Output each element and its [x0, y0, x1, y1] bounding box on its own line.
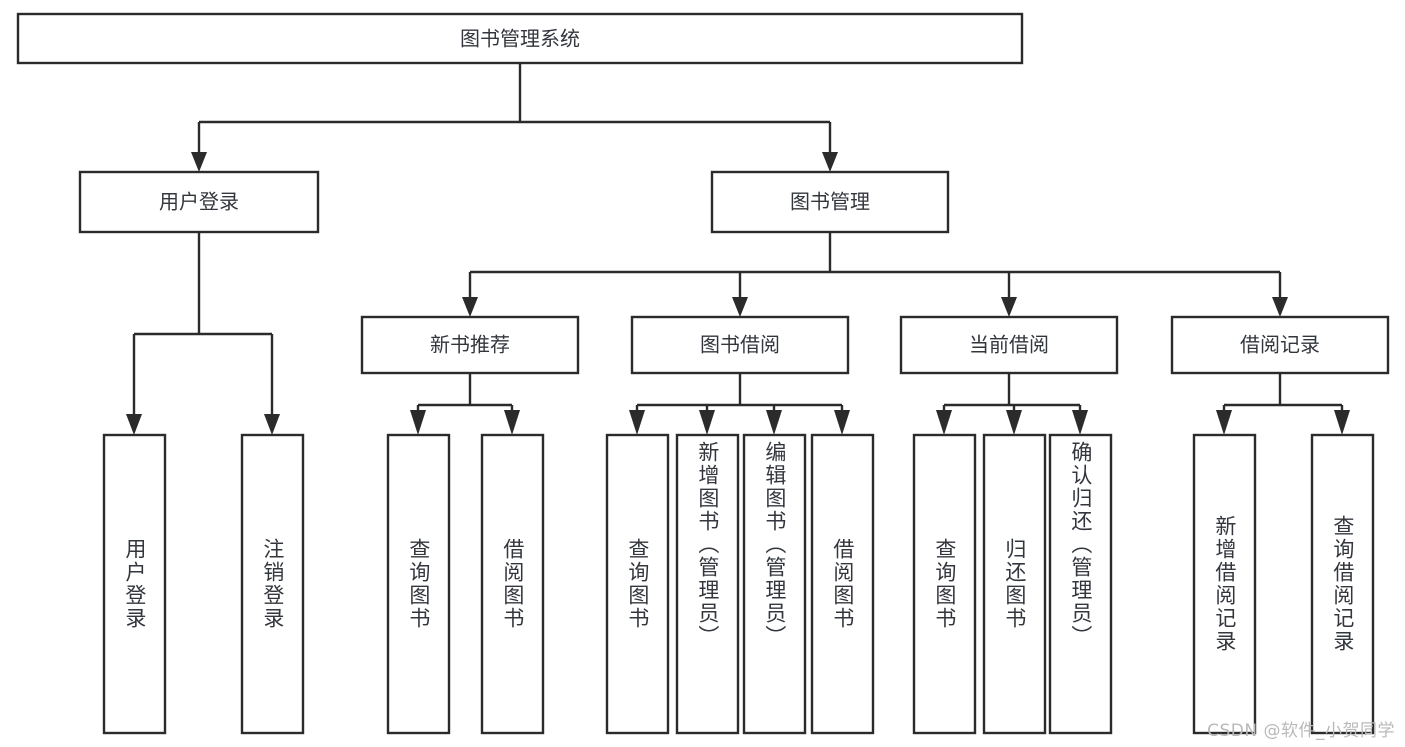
- arrow-to-leaf-query-book-1: [410, 410, 426, 435]
- node-book-management-label: 图书管理: [790, 190, 870, 214]
- node-current-borrow-box[interactable]: [899, 315, 1119, 375]
- node-user-login-label: 用户登录: [159, 190, 239, 214]
- node-borrow-record-box[interactable]: [1170, 315, 1390, 375]
- arrow-to-leaf-user-logout: [264, 414, 280, 435]
- csdn-watermark: CSDN @软件_小贺同学: [1207, 721, 1395, 741]
- node-leaf-query-book-2-box[interactable]: [605, 433, 670, 735]
- connector-group-book-management: [462, 232, 1288, 317]
- node-leaf-query-book-1-box[interactable]: [386, 433, 451, 735]
- connector-group-current-borrow: [936, 373, 1088, 435]
- node-user-login-box[interactable]: [78, 170, 320, 234]
- connector-group-new-book-recommend: [410, 373, 520, 435]
- arrow-to-leaf-add-book: [699, 410, 715, 435]
- node-book-borrow-label: 图书借阅: [700, 333, 780, 357]
- node-book-management[interactable]: 图书管理: [710, 170, 950, 234]
- node-root-box[interactable]: [16, 12, 1024, 65]
- arrow-to-leaf-borrow-book-1: [504, 410, 520, 435]
- arrow-to-leaf-add-record: [1216, 410, 1232, 435]
- connector-group-book-borrow: [629, 373, 850, 435]
- node-leaf-query-record-box[interactable]: [1310, 433, 1375, 735]
- arrow-to-borrow-record: [1272, 297, 1288, 317]
- node-borrow-record[interactable]: 借阅记录: [1170, 315, 1390, 375]
- arrow-to-leaf-user-login: [126, 414, 142, 435]
- node-leaf-add-book-box[interactable]: [675, 433, 740, 735]
- arrow-to-leaf-confirm-return: [1072, 410, 1088, 435]
- node-borrow-record-label: 借阅记录: [1240, 333, 1320, 357]
- arrow-root-to-book-management: [822, 152, 838, 172]
- arrow-to-leaf-borrow-book-2: [834, 410, 850, 435]
- node-leaf-user-logout-box[interactable]: [240, 433, 305, 735]
- node-leaf-add-record-box[interactable]: [1192, 433, 1257, 735]
- node-leaf-query-book-3-box[interactable]: [912, 433, 977, 735]
- arrow-to-current-borrow: [1001, 297, 1017, 317]
- node-leaf-edit-book-box[interactable]: [742, 433, 807, 735]
- node-user-login[interactable]: 用户登录: [78, 170, 320, 234]
- leaf-boxes: [102, 433, 1375, 735]
- node-root-label: 图书管理系统: [460, 27, 580, 51]
- arrow-root-to-user-login: [191, 152, 207, 172]
- node-book-borrow-box[interactable]: [630, 315, 850, 375]
- node-book-management-box[interactable]: [710, 170, 950, 234]
- node-leaf-confirm-return-box[interactable]: [1048, 433, 1113, 735]
- node-book-borrow[interactable]: 图书借阅: [630, 315, 850, 375]
- arrow-to-leaf-query-record: [1334, 410, 1350, 435]
- node-leaf-borrow-book-2-box[interactable]: [810, 433, 875, 735]
- node-root[interactable]: 图书管理系统: [16, 12, 1024, 65]
- connector-group-root: [191, 63, 838, 172]
- arrow-to-new-book-recommend: [462, 297, 478, 317]
- node-leaf-user-login-box[interactable]: [102, 433, 167, 735]
- connector-group-borrow-record: [1216, 373, 1350, 435]
- node-new-book-recommend[interactable]: 新书推荐: [360, 315, 580, 375]
- arrow-to-leaf-edit-book: [766, 410, 782, 435]
- node-leaf-return-book-box[interactable]: [982, 433, 1047, 735]
- arrow-to-leaf-query-book-3: [936, 410, 952, 435]
- node-current-borrow-label: 当前借阅: [969, 333, 1049, 357]
- arrow-to-book-borrow: [732, 297, 748, 317]
- node-current-borrow[interactable]: 当前借阅: [899, 315, 1119, 375]
- arrow-to-leaf-return-book: [1006, 410, 1022, 435]
- connector-group-user-login: [126, 232, 280, 435]
- arrow-to-leaf-query-book-2: [629, 410, 645, 435]
- node-new-book-recommend-label: 新书推荐: [430, 333, 510, 357]
- node-new-book-recommend-box[interactable]: [360, 315, 580, 375]
- node-leaf-borrow-book-1-box[interactable]: [480, 433, 545, 735]
